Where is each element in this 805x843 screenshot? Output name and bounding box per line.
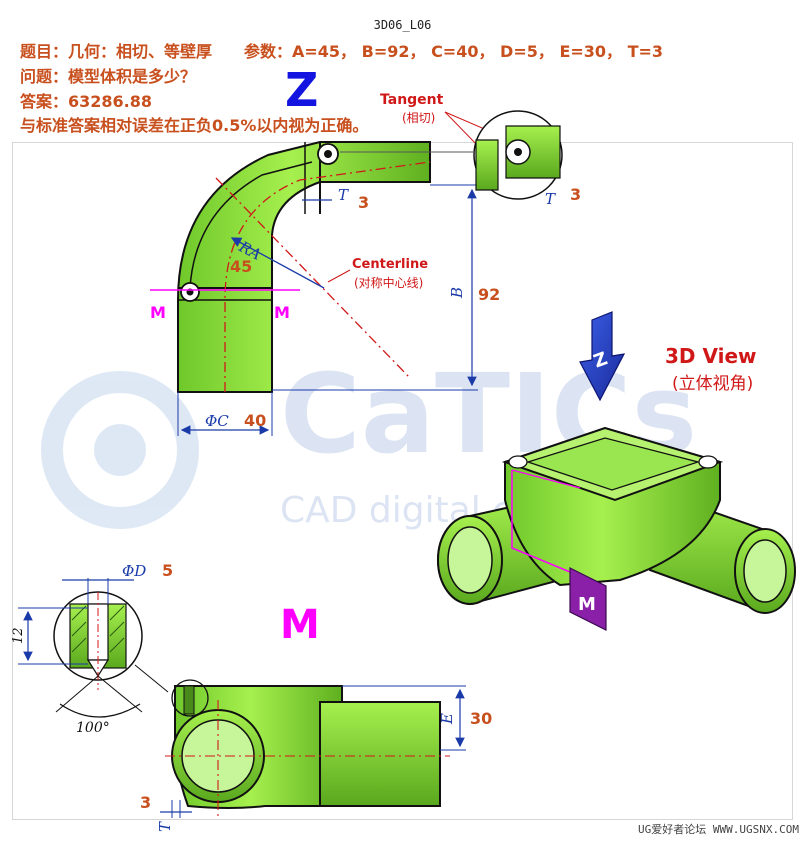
view-3d-title: 3D View (665, 344, 757, 368)
drawing-id: 3D06_L06 (373, 18, 432, 32)
depth-value: 12 (11, 627, 26, 644)
bottom-t-value: 3 (140, 793, 151, 812)
section-m-right: M (274, 303, 290, 322)
problem-question: 问题：模型体积是多少？ (20, 67, 197, 86)
d-value: 5 (162, 561, 173, 580)
e-value: 30 (470, 709, 492, 728)
e-symbol: E (438, 713, 456, 725)
bore-detail-ring (171, 679, 209, 717)
view-3d-subtitle: (立体视角) (672, 374, 753, 394)
tangent-callout: Tangent (相切) T 3 (340, 92, 581, 208)
ra-leader (230, 237, 325, 289)
bottom-t-symbol: T (156, 821, 174, 832)
section-m-plate (569, 567, 607, 631)
c-value: 40 (244, 411, 266, 430)
elbow-body (177, 141, 431, 393)
centerline-label: Centerline (352, 257, 428, 272)
bolt-hole-3d-left (508, 455, 528, 469)
b-value: 92 (478, 285, 500, 304)
angle-value: 100° (76, 720, 110, 736)
z-arrow-icon (579, 311, 626, 402)
symmetry-centerline (215, 177, 411, 379)
detail-t-symbol: T (545, 190, 556, 208)
bolt-hole-3d-right (698, 455, 718, 469)
section-m-title: M (280, 602, 320, 648)
t-value: 3 (358, 193, 369, 212)
b-symbol: B (448, 287, 466, 299)
centerline-label-cn: (对称中心线) (354, 275, 423, 290)
section-m-plate-label: M (578, 594, 596, 615)
watermark-gear-icon (41, 371, 199, 529)
z-view-label: Z (285, 63, 318, 117)
centerline-callout: Centerline (对称中心线) (327, 257, 428, 290)
bolt-hole-detail: ΦD 5 12 100° (11, 561, 173, 736)
a-value: 45 (230, 257, 252, 276)
centerline-arc (224, 161, 431, 392)
problem-tolerance: 与标准答案相对误差在正负0.5%以内视为正确。 (20, 116, 369, 135)
problem-answer: 答案：63286.88 (20, 92, 153, 111)
t-symbol: T (338, 186, 349, 204)
problem-title: 题目：几何：相切、等壁厚 参数：A=45， B=92， C=40， D=5， E… (20, 42, 664, 61)
angle-arc (59, 703, 141, 718)
tangent-label: Tangent (380, 92, 444, 108)
tangent-label-cn: (相切) (402, 111, 435, 125)
d-symbol: ΦD (122, 562, 146, 580)
elbow-front-view: RA 45 T 3 B 92 ΦC 40 M M (150, 141, 500, 436)
view-3d: 3D View (立体视角) Z M (437, 311, 796, 631)
section-pipe-right (319, 701, 441, 807)
site-footer: UG爱好者论坛 WWW.UGSNX.COM (638, 823, 799, 836)
section-m-left: M (150, 303, 166, 322)
section-m-view: E 30 3 T (134, 664, 492, 832)
elbow-inner-wall (189, 161, 313, 289)
detail-t-value: 3 (570, 185, 581, 204)
c-symbol: ΦC (205, 412, 229, 430)
